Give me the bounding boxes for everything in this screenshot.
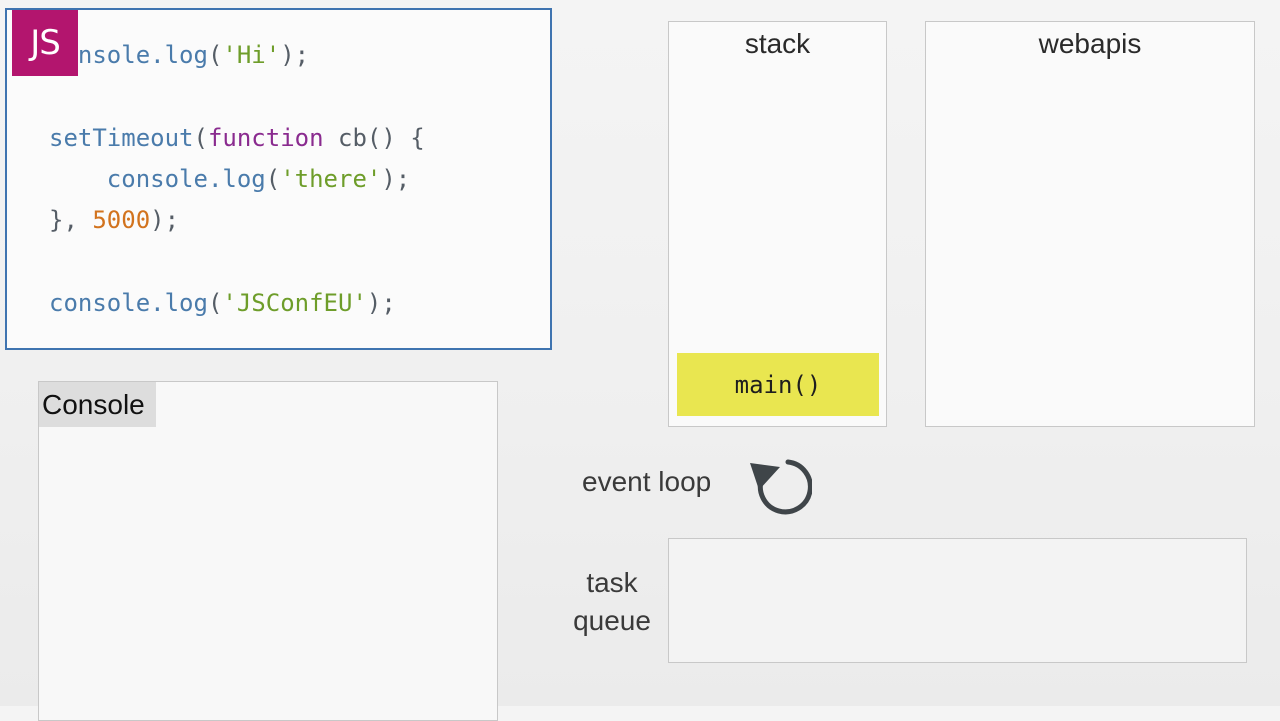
task-queue-label: task queue — [560, 564, 664, 640]
task-queue-panel — [668, 538, 1247, 663]
code-token: console.log — [49, 289, 208, 317]
code-string: 'there' — [280, 165, 382, 193]
console-panel: Console — [38, 381, 498, 721]
call-stack-panel: stack main() — [668, 21, 887, 427]
code-string: 'Hi' — [222, 41, 281, 69]
code-token: ( — [207, 41, 223, 69]
code-token: ); — [150, 206, 180, 234]
code-line-2: setTimeout(function cb() { — [49, 123, 425, 153]
code-indent — [49, 165, 107, 193]
js-logo-badge: JS — [12, 10, 78, 76]
code-token: ( — [193, 124, 208, 152]
code-line-3: console.log('there'); — [49, 164, 410, 194]
code-line-5: console.log('JSConfEU'); — [49, 288, 396, 318]
code-panel: console.log('Hi'); setTimeout(function c… — [5, 8, 552, 350]
webapis-panel: webapis — [925, 21, 1255, 427]
code-token: () { — [366, 124, 425, 152]
code-line-4: }, 5000); — [49, 205, 179, 235]
task-queue-label-line: queue — [573, 605, 651, 636]
code-token: console.log — [106, 165, 266, 193]
code-string: 'JSConfEU' — [222, 289, 367, 317]
code-line-1: console.log('Hi'); — [49, 40, 309, 70]
code-token: cb — [323, 124, 367, 152]
stack-title: stack — [744, 28, 811, 59]
code-number: 5000 — [92, 206, 151, 234]
console-title: Console — [39, 382, 156, 427]
code-token: ); — [381, 165, 411, 193]
code-token: ); — [280, 41, 310, 69]
event-loop-label: event loop — [582, 466, 712, 497]
code-token: ( — [207, 289, 223, 317]
webapis-title: webapis — [1038, 28, 1142, 59]
refresh-icon — [750, 459, 812, 515]
code-token: }, — [49, 206, 93, 234]
code-token: ( — [265, 165, 281, 193]
code-keyword: function — [207, 124, 324, 152]
task-queue-label-line: task — [586, 567, 638, 598]
stack-frame: main() — [677, 353, 879, 416]
code-token: ); — [366, 289, 396, 317]
loop-arc — [757, 459, 812, 515]
loop-arrowhead — [750, 463, 780, 490]
code-token: setTimeout — [49, 124, 194, 152]
